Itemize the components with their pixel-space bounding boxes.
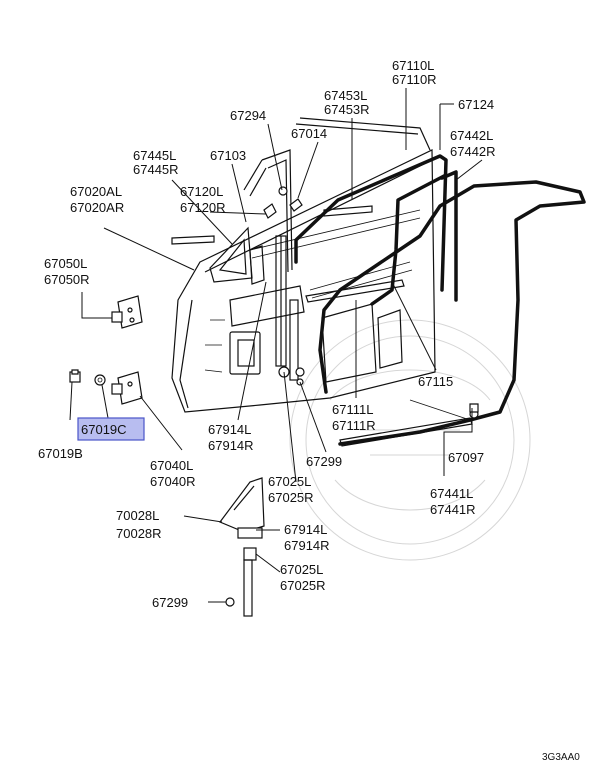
leader-lines	[69, 88, 483, 603]
label-70028l: 70028L	[116, 508, 159, 523]
door-hinge-50	[111, 295, 143, 329]
glass-run-channel	[294, 154, 458, 306]
label-67111r: 67111R	[332, 418, 376, 433]
label-70028r: 70028R	[116, 526, 162, 541]
label-67111l: 67111L	[332, 402, 373, 417]
label-67441l: 67441L	[430, 486, 473, 501]
label-67020al: 67020AL	[70, 184, 122, 199]
label-67025r-lower: 67025R	[280, 578, 326, 593]
highlighted-part-67019c[interactable]: 67019C	[77, 417, 145, 441]
label-67299-upper: 67299	[306, 454, 342, 469]
label-67124: 67124	[458, 97, 494, 112]
label-67014: 67014	[291, 126, 327, 141]
label-67914r-lower: 67914R	[284, 538, 330, 553]
label-67445r: 67445R	[133, 162, 179, 177]
label-67115: 67115	[418, 374, 453, 389]
svg-text:67019C: 67019C	[81, 422, 127, 437]
window-regulator	[249, 235, 305, 386]
label-67445l: 67445L	[133, 148, 176, 163]
label-67110r: 67110R	[392, 72, 437, 87]
label-67914r-upper: 67914R	[208, 438, 254, 453]
diagram-code: 3G3AA0	[542, 752, 580, 763]
label-67020ar: 67020AR	[70, 200, 124, 215]
door-hinge-40	[111, 371, 143, 405]
label-67040l: 67040L	[150, 458, 193, 473]
label-67025l-upper: 67025L	[268, 474, 311, 489]
door-weatherstrip	[318, 180, 586, 446]
label-67442r: 67442R	[450, 144, 496, 159]
label-67294: 67294	[230, 108, 266, 123]
label-67441r: 67441R	[430, 502, 476, 517]
label-67050r: 67050R	[44, 272, 90, 287]
label-67103: 67103	[210, 148, 246, 163]
regulator-bracket	[219, 477, 265, 617]
label-67914l-upper: 67914L	[208, 422, 251, 437]
door-shell	[171, 117, 436, 413]
label-67120l: 67120L	[180, 184, 223, 199]
part-labels: 67110L 67110R 67453L 67453R 67124 67294 …	[38, 58, 496, 610]
hinge-bolt-19b	[69, 369, 81, 383]
label-67453l: 67453L	[324, 88, 367, 103]
svg-text:3G3AA0: 3G3AA0	[542, 752, 580, 763]
label-67442l: 67442L	[450, 128, 493, 143]
hinge-nut-19c	[94, 374, 106, 386]
label-67050l: 67050L	[44, 256, 87, 271]
label-67110l: 67110L	[392, 58, 434, 73]
label-67019b: 67019B	[38, 446, 83, 461]
label-67040r: 67040R	[150, 474, 196, 489]
watermark-emblem	[289, 319, 531, 561]
label-67914l-lower: 67914L	[284, 522, 327, 537]
label-67025l-lower: 67025L	[280, 562, 323, 577]
label-67097: 67097	[448, 450, 484, 465]
label-67025r-upper: 67025R	[268, 490, 314, 505]
label-67453r: 67453R	[324, 102, 370, 117]
label-67299-lower: 67299	[152, 595, 188, 610]
label-67120r: 67120R	[180, 200, 226, 215]
